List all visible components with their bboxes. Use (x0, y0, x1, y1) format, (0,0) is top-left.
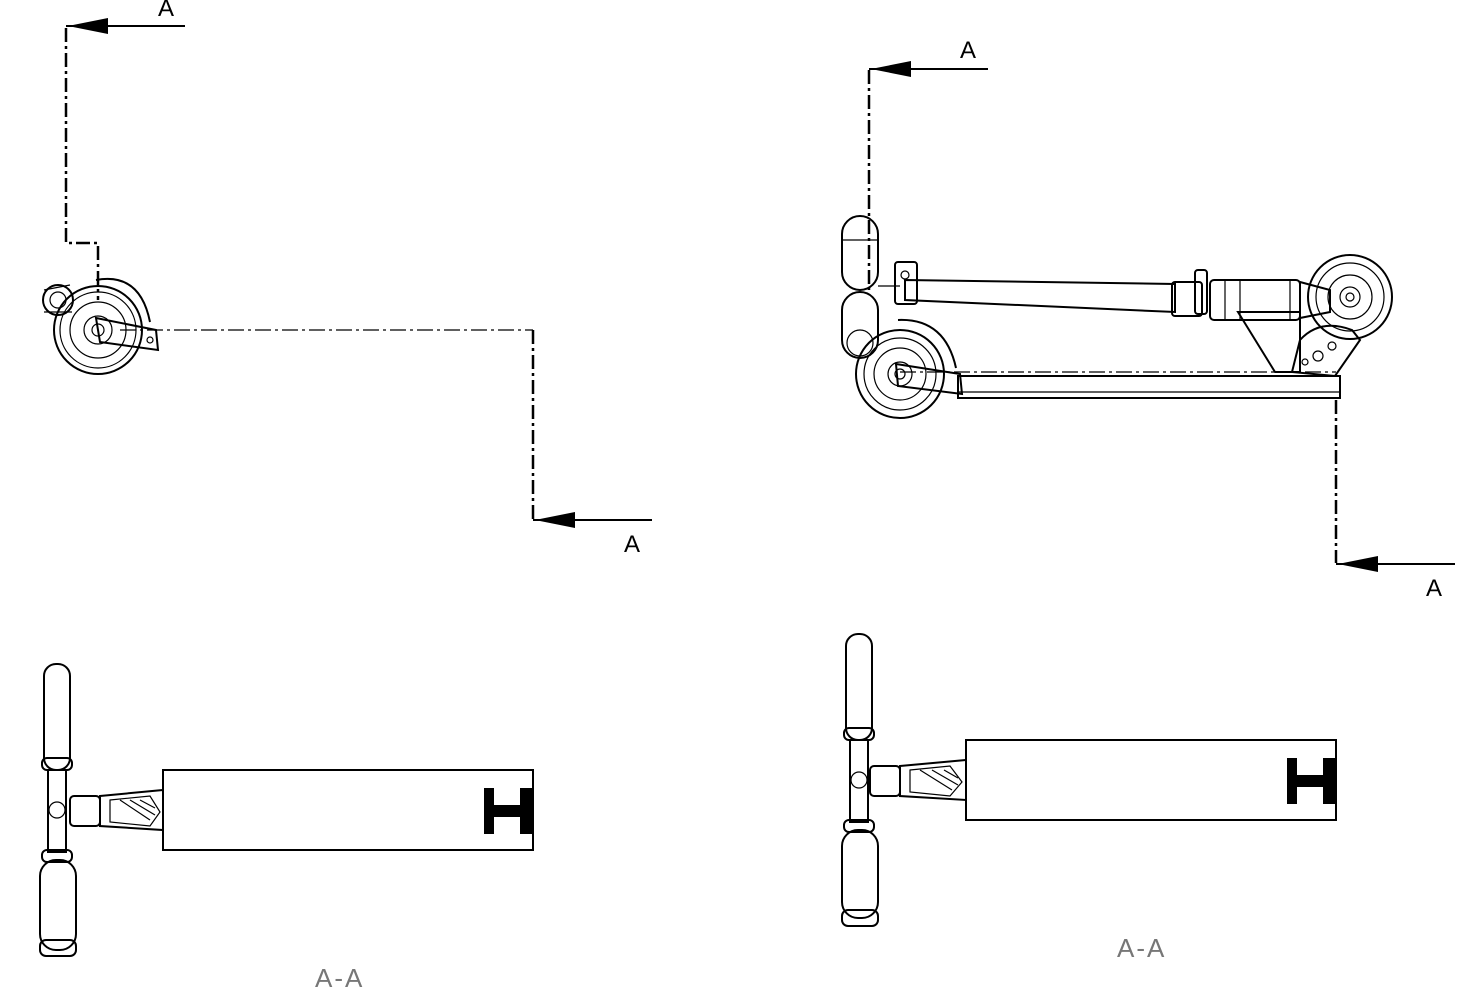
grip-end (42, 284, 74, 316)
section-label-a-top-right: A (960, 37, 976, 64)
front-fork (894, 362, 964, 396)
arrow-head-bottom-right (1338, 556, 1378, 572)
stem-tube (904, 278, 1176, 314)
view-top-left: A A (42, 0, 652, 558)
lower-handle-grip-right (841, 829, 879, 919)
fork-bracket (94, 316, 160, 352)
upper-handle-grip (43, 663, 71, 771)
handlebar-shaft (47, 769, 67, 853)
lower-handle-grip (39, 859, 77, 951)
deck (957, 375, 1341, 399)
front-wheel-side (855, 329, 945, 419)
lower-grip (841, 291, 879, 359)
section-label-a-bottom-right: A (1426, 575, 1442, 602)
caption-a-a-right: A-A (1117, 933, 1166, 963)
view-top-right: A A (841, 37, 1455, 602)
section-label-a-bottom: A (624, 531, 640, 558)
arrow-head-top (68, 18, 108, 34)
view-bottom-left: A-A (39, 663, 534, 993)
fold-joint (1209, 279, 1301, 321)
headset-clamp-right (869, 765, 901, 797)
rear-h-bracket-right (1287, 758, 1336, 804)
deck-top-view (162, 769, 534, 851)
rear-brake-plate (1290, 324, 1362, 378)
upper-grip (841, 215, 879, 291)
deck-top-view-right (965, 739, 1337, 821)
height-clamp (1171, 281, 1203, 317)
arrow-head-top-right (871, 61, 911, 77)
upper-handle-grip-right (845, 633, 873, 741)
fender (95, 277, 151, 323)
headset-clamp (69, 795, 101, 827)
handlebar-shaft-right (849, 739, 869, 823)
rear-wheel-side (1307, 254, 1393, 340)
view-bottom-right: A-A (841, 633, 1337, 963)
front-wheel (53, 285, 143, 375)
caption-a-a-left: A-A (315, 963, 364, 993)
rear-h-bracket (484, 788, 533, 834)
section-label-a-top: A (158, 0, 174, 22)
arrow-head-bottom (535, 512, 575, 528)
handle-clamp (894, 261, 918, 305)
section-line-upper (64, 28, 100, 300)
